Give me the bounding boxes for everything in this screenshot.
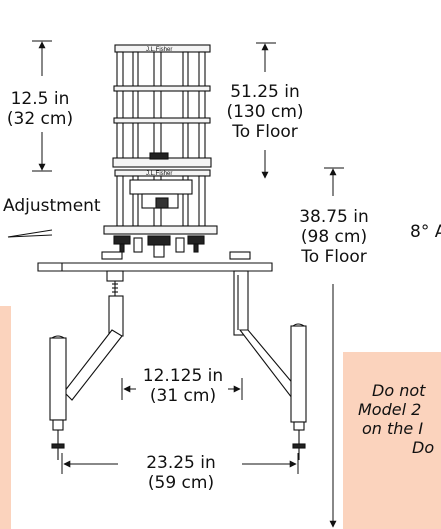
dim-outer-in: 23.25 in bbox=[146, 453, 216, 473]
dim-total-in: 51.25 in bbox=[230, 82, 300, 102]
note-panel-left bbox=[0, 306, 11, 529]
dim-total-label: 51.25 in (130 cm) To Floor bbox=[218, 82, 312, 142]
dim-base-in: 38.75 in bbox=[299, 207, 369, 227]
dim-total-cm: (130 cm) bbox=[226, 102, 304, 122]
dim-outer-label: 23.25 in (59 cm) bbox=[122, 453, 240, 493]
note-line-1: Do not bbox=[372, 381, 426, 400]
note-line-3: on the I bbox=[362, 419, 424, 438]
dim-upper-label: 12.5 in (32 cm) bbox=[3, 89, 77, 129]
dim-base-label: 38.75 in (98 cm) To Floor bbox=[284, 207, 384, 267]
dim-total-floor: To Floor bbox=[232, 122, 298, 142]
dim-base-cm: (98 cm) bbox=[300, 227, 368, 247]
dim-inner-cm: (31 cm) bbox=[149, 386, 217, 406]
column-assembly bbox=[112, 44, 212, 227]
note-line-4: Do bbox=[412, 438, 435, 457]
note-line-2: Model 2 bbox=[358, 400, 422, 419]
left-leg bbox=[49, 295, 124, 460]
dim-inner-label: 12.125 in (31 cm) bbox=[134, 366, 232, 406]
brand-mark-lower: J.L.Fisher bbox=[146, 171, 172, 177]
dim-outer-cm: (59 cm) bbox=[147, 473, 215, 493]
dim-upper-cm: (32 cm) bbox=[6, 109, 74, 129]
brand-mark-top: J.L.Fisher bbox=[146, 47, 172, 53]
dimension-lines bbox=[7, 40, 344, 528]
right-leg bbox=[238, 323, 307, 460]
angle-label: 8° A bbox=[410, 222, 441, 242]
dim-base-floor: To Floor bbox=[301, 247, 367, 267]
turret-plate bbox=[37, 225, 273, 336]
dim-upper-in: 12.5 in bbox=[10, 89, 70, 109]
note-panel-right bbox=[343, 352, 441, 529]
adjustment-label: Adjustment bbox=[3, 196, 101, 216]
dim-inner-in: 12.125 in bbox=[142, 366, 224, 386]
